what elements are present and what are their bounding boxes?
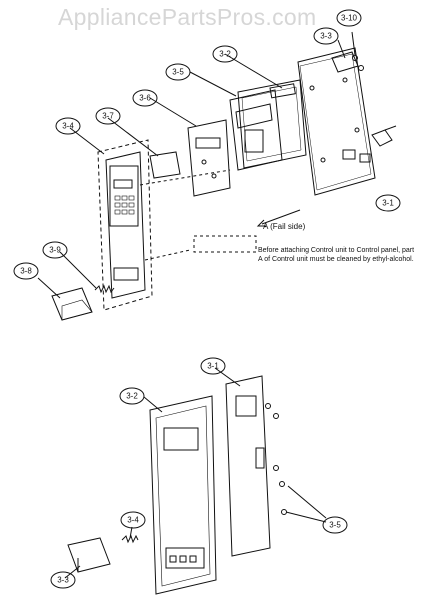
callout-3-3: 3-3 [320, 31, 332, 41]
leader-3-5-b [285, 511, 327, 523]
callout-3-10: 3-10 [340, 13, 358, 23]
callout-bottom-3-1: 3-1 [207, 361, 219, 371]
callout-3-4: 3-4 [62, 121, 74, 131]
callout-3-7: 3-7 [102, 111, 114, 121]
fail-side-area-a [193, 235, 257, 253]
callout-3-2: 3-2 [219, 49, 231, 59]
part-3-4-spring-bottom [121, 526, 139, 544]
part-3-3-button-bottom [64, 537, 111, 579]
callout-bottom-3-2: 3-2 [126, 391, 138, 401]
part-3-1-pcb-bottom [214, 367, 287, 557]
watermark: AppliancePartsPros.com [58, 4, 317, 30]
callout-bottom-3-4: 3-4 [127, 515, 139, 525]
part-3-2-shield [224, 53, 307, 169]
callout-circles [13, 9, 401, 589]
cleaning-note: Before attaching Control unit to Control… [258, 247, 415, 263]
callout-bottom-3-3: 3-3 [57, 575, 69, 585]
callout-3-6: 3-6 [139, 93, 151, 103]
part-3-6-relay-board [149, 97, 231, 197]
part-3-2-front-panel [143, 395, 217, 595]
part-3-5-bracket [189, 71, 283, 171]
part-3-4-control-panel [69, 127, 231, 311]
callout-3-9: 3-9 [49, 245, 61, 255]
part-3-8-button [37, 277, 93, 321]
part-3-1-pcb-plate [297, 47, 397, 196]
part-3-3-bracket [331, 31, 364, 73]
part-3-7-strip [107, 117, 181, 179]
callout-3-8: 3-8 [20, 266, 32, 276]
part-3-9-spring [59, 251, 115, 294]
callout-bottom-3-5: 3-5 [329, 520, 341, 530]
leader-3-5-a [287, 485, 327, 519]
callout-3-5: 3-5 [172, 67, 184, 77]
callout-3-1: 3-1 [382, 198, 394, 208]
fail-side-label: A (Fail side) [263, 222, 306, 231]
